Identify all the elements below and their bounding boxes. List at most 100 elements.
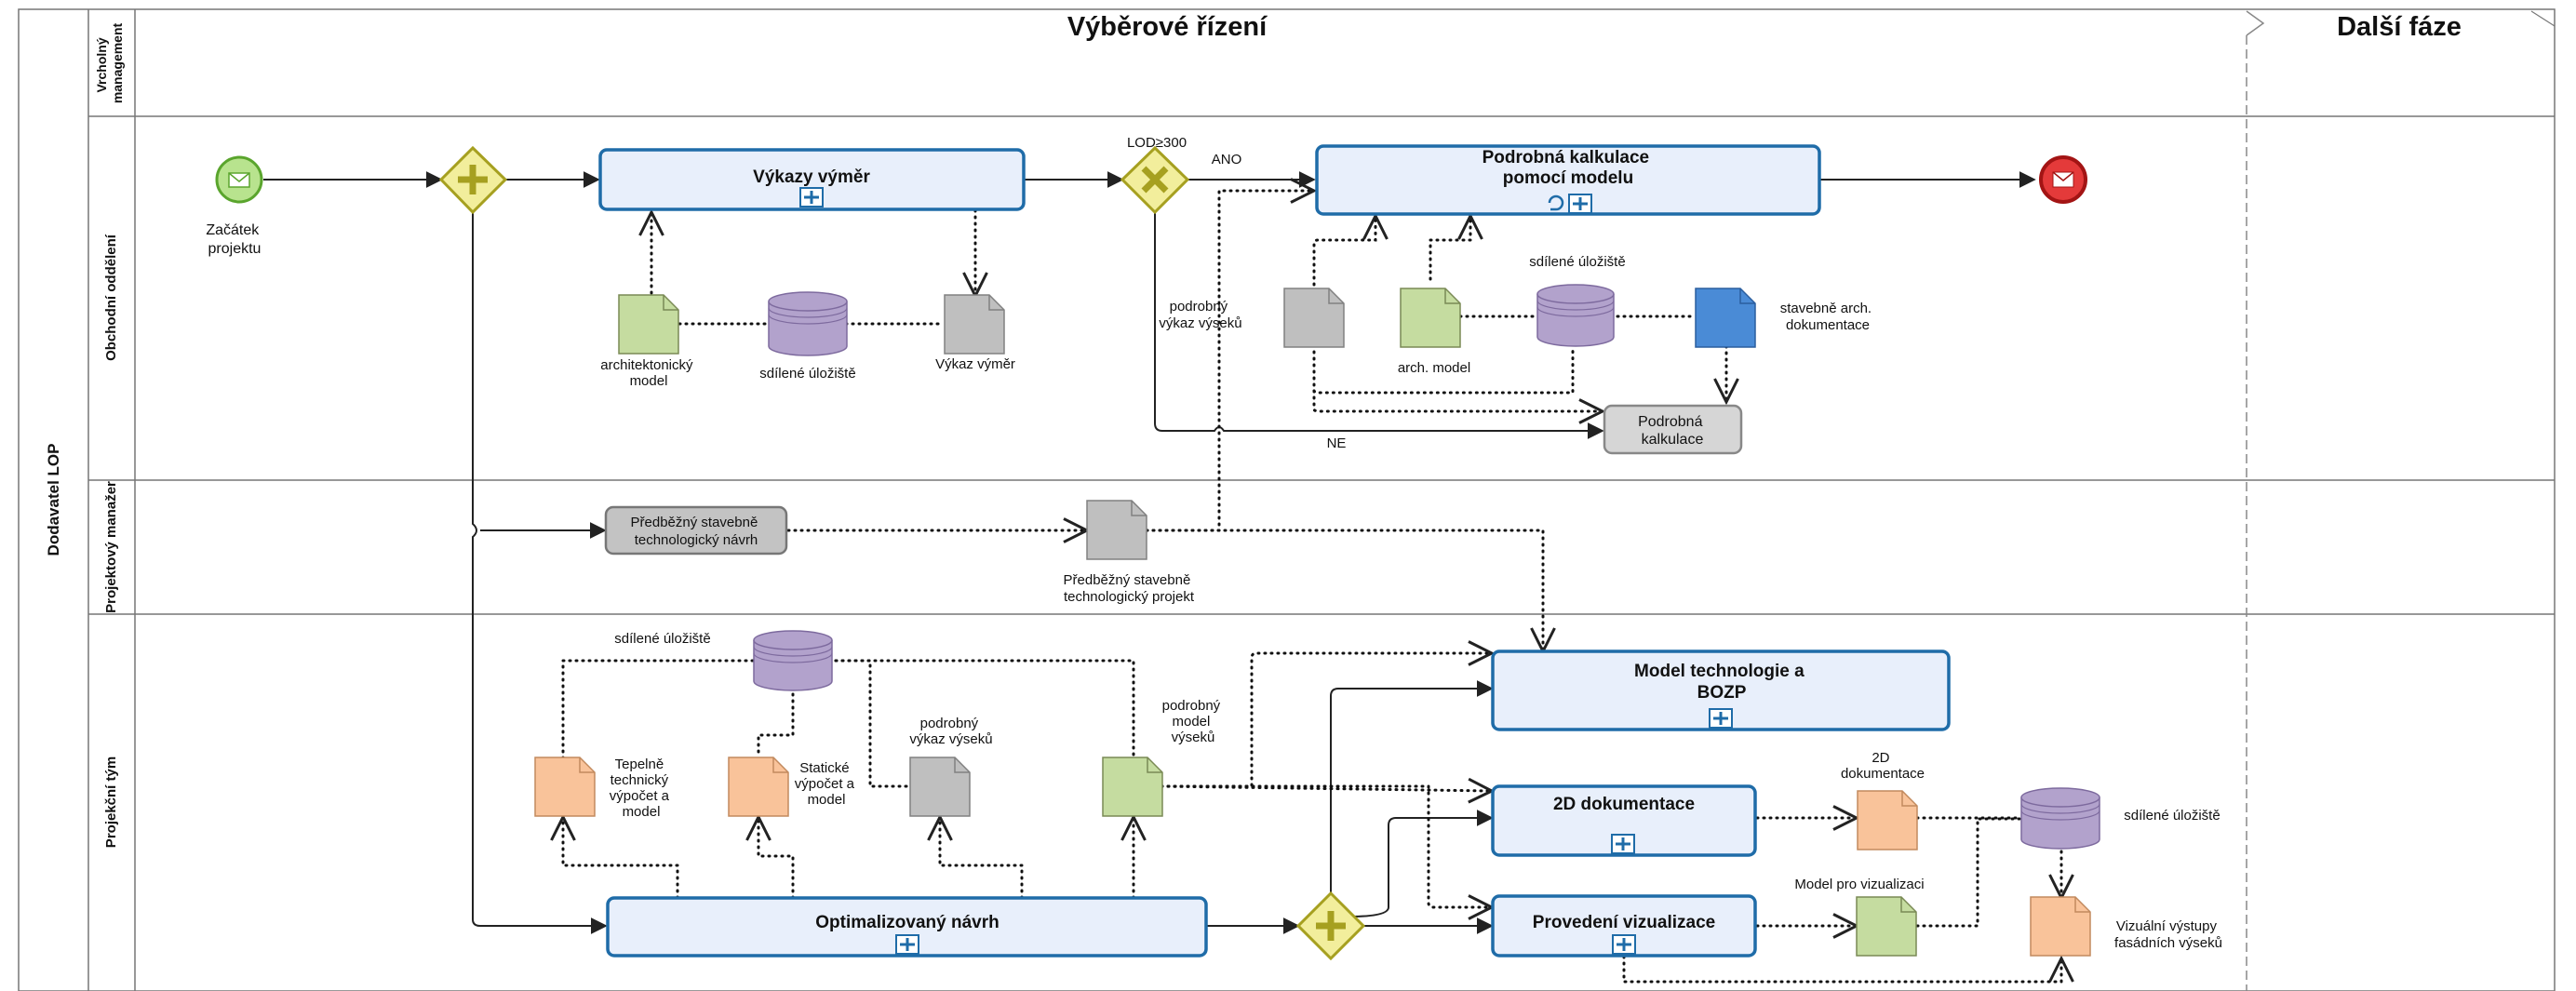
task-model-technologie[interactable]: Model technologie a BOZP (1491, 650, 1951, 731)
doc-podrobny-model-line3: výseků (1172, 730, 1215, 745)
doc-vykaz-vymer-label: Výkaz výměr (935, 356, 1015, 372)
pool-label: Dodavatel LOP (45, 444, 62, 556)
datastore-sdilene-2-label: sdílené úložiště (1529, 254, 1625, 270)
doc-architektonicky-model-label: architektonický model (600, 357, 696, 389)
doc-staticke-label: Statické výpočet a model (795, 760, 858, 808)
doc-staticke-line1: Statické (799, 760, 849, 776)
parallel-gateway-team[interactable] (1295, 891, 1366, 961)
doc-staticke-line2: výpočet a (795, 776, 855, 792)
task-model-technologie-line2: BOZP (1697, 683, 1747, 703)
doc-predbezny-projekt-line1: Předběžný stavebně (1064, 572, 1191, 588)
task-podrobna-kalkulace-small-label: Podrobná kalkulace (1638, 414, 1707, 448)
task-predbezny-navrh-label: Předběžný stavebně technologický návrh (631, 515, 762, 548)
doc-architektonicky-model-line1: architektonický (600, 357, 693, 373)
subprocess-plus-icon (799, 187, 824, 208)
datastore-sdilene-3[interactable] (753, 630, 833, 691)
start-event[interactable] (215, 155, 263, 204)
task-vykazy-vymer-label: Výkazy výměr (753, 167, 870, 187)
doc-podrobny-vykaz-vyseku-team[interactable] (909, 757, 971, 817)
phase-title-main: Výběrové řízení (1067, 12, 1268, 42)
task-podrobna-kalkulace[interactable]: Podrobná kalkulace pomocí modelu (1315, 144, 1821, 216)
doc-stavebne-arch-dokumentace[interactable] (1695, 288, 1756, 348)
task-vykazy-vymer[interactable]: Výkazy výměr (598, 148, 1026, 211)
doc-tepelne-technicky[interactable] (534, 757, 596, 817)
doc-tepelne-line4: model (623, 804, 661, 820)
task-podrobna-kalkulace-small[interactable]: Podrobná kalkulace (1603, 404, 1743, 455)
doc-stavebne-arch-line2: dokumentace (1786, 317, 1870, 333)
doc-staticke-line3: model (808, 792, 846, 808)
gateway-no-label: NE (1327, 435, 1347, 451)
doc-podrobny-vykaz-team-line1: podrobný (920, 716, 979, 731)
doc-predbezny-projekt-label: Předběžný stavebně technologický projekt (1064, 572, 1195, 605)
doc-podrobny-model-vyseku[interactable] (1102, 757, 1163, 817)
doc-vizualni-line2: fasádních výseků (2114, 935, 2222, 951)
sequence-flows (263, 171, 2036, 934)
datastore-sdilene-4[interactable] (2020, 787, 2100, 850)
subprocess-plus-icon (1611, 834, 1635, 854)
exclusive-gateway-lod[interactable] (1120, 145, 1190, 215)
doc-staticke[interactable] (728, 757, 789, 817)
datastore-sdilene-1-label: sdílené úložiště (759, 366, 855, 382)
doc-podrobny-model-label: podrobný model výseků (1162, 698, 1225, 745)
association-flows (563, 191, 2061, 984)
lane-label-top-line1: Vrcholný (94, 37, 109, 92)
datastore-sdilene-1[interactable] (768, 291, 848, 356)
doc-2d-dokumentace[interactable] (1857, 790, 1918, 850)
doc-predbezny-projekt[interactable] (1086, 500, 1147, 560)
task-podrobna-kalkulace-line1: Podrobná kalkulace (1483, 148, 1650, 167)
doc-stavebne-arch-label: stavebně arch. dokumentace (1780, 301, 1876, 333)
task-podrobna-kalkulace-line2: pomocí modelu (1503, 168, 1633, 188)
lane-label-project-team: Projekční tým (103, 757, 119, 848)
doc-vykaz-vymer[interactable] (944, 294, 1005, 355)
doc-podrobny-vykaz-team-label: podrobný výkaz výseků (909, 716, 992, 747)
doc-vizualni-vystupy[interactable] (2030, 896, 2091, 957)
plus-icon (458, 165, 488, 194)
subprocess-plus-icon (895, 934, 919, 955)
task-2d-dokumentace[interactable]: 2D dokumentace (1491, 784, 1757, 857)
end-event[interactable] (2039, 155, 2087, 204)
lane-label-top-line2: management (110, 22, 125, 103)
task-model-technologie-label: Model technologie a BOZP (1634, 662, 1809, 703)
parallel-gateway-start[interactable] (438, 145, 508, 215)
phase-title-next: Další fáze (2337, 12, 2462, 42)
pool-edge (2530, 10, 2556, 27)
task-model-technologie-line1: Model technologie a (1634, 662, 1805, 681)
doc-podrobny-vykaz-vyseku[interactable] (1283, 288, 1345, 348)
task-podrobna-kalkulace-small-line2: kalkulace (1642, 432, 1704, 448)
loop-icon (1548, 194, 1564, 211)
doc-architektonicky-model[interactable] (618, 294, 679, 355)
doc-model-pro-vizualizaci[interactable] (1856, 896, 1917, 957)
lane-label-project-manager: Projektový manažer (103, 481, 119, 613)
doc-model-pro-vizualizaci-label: Model pro vizualizaci (1794, 877, 1924, 892)
doc-podrobny-vykaz-label: podrobný výkaz výseků (1159, 299, 1241, 331)
pool-frame (18, 8, 2556, 991)
subprocess-plus-icon (1568, 194, 1592, 214)
task-optimalizovany-navrh-label: Optimalizovaný návrh (815, 913, 999, 932)
task-podrobna-kalkulace-small-line1: Podrobná (1638, 414, 1702, 430)
doc-2d-line2: dokumentace (1841, 766, 1925, 782)
datastore-sdilene-2[interactable] (1536, 284, 1615, 347)
doc-tepelne-line2: technický (610, 772, 669, 788)
doc-tepelne-line1: Tepelně (615, 757, 664, 772)
doc-2d-dokumentace-label: 2D dokumentace (1841, 750, 1925, 782)
phase-separator (2246, 10, 2265, 991)
datastore-sdilene-3-label: sdílené úložiště (614, 631, 710, 647)
task-2d-dokumentace-label: 2D dokumentace (1553, 795, 1695, 814)
doc-tepelne-line3: výpočet a (610, 788, 670, 804)
task-optimalizovany-navrh[interactable]: Optimalizovaný návrh (606, 896, 1208, 958)
task-predbezny-navrh[interactable]: Předběžný stavebně technologický návrh (604, 505, 788, 556)
doc-tepelne-label: Tepelně technický výpočet a model (610, 757, 673, 820)
doc-arch-model[interactable] (1400, 288, 1461, 348)
task-provedeni-vizualizace-label: Provedení vizualizace (1533, 913, 1715, 932)
task-provedeni-vizualizace[interactable]: Provedení vizualizace (1491, 894, 1757, 958)
start-event-label-line2: projektu (208, 241, 262, 257)
doc-2d-line1: 2D (1872, 750, 1889, 766)
start-event-label-line1: Začátek (206, 222, 260, 238)
doc-vizualni-vystupy-label: Vizuální výstupy fasádních výseků (2114, 918, 2222, 951)
subprocess-plus-icon (1612, 934, 1636, 955)
doc-podrobny-model-line2: model (1172, 714, 1210, 730)
task-podrobna-kalkulace-label: Podrobná kalkulace pomocí modelu (1483, 148, 1655, 188)
doc-podrobny-vykaz-line1: podrobný (1170, 299, 1228, 315)
doc-vizualni-line1: Vizuální výstupy (2116, 918, 2218, 934)
